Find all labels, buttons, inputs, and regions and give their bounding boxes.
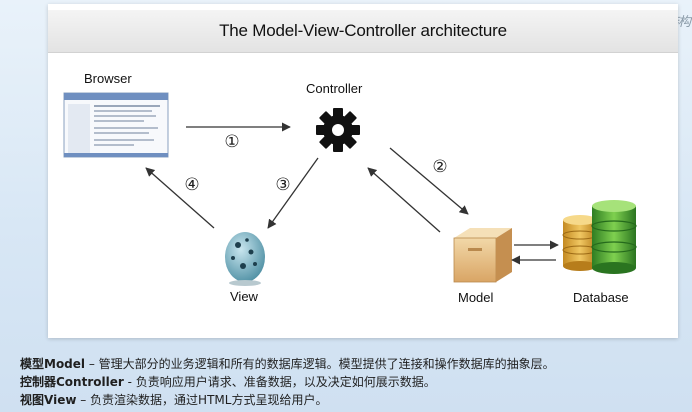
- mvc-diagram: ① ② ③ ④: [63, 92, 637, 286]
- caption-term: 视图View: [20, 393, 77, 407]
- view-label: View: [230, 289, 258, 304]
- step-3-label: ③: [275, 175, 290, 195]
- caption-text: – 负责渲染数据，通过HTML方式呈现给用户。: [76, 393, 328, 407]
- gear-icon: [316, 108, 360, 152]
- arrow-controller-to-view: [267, 157, 319, 229]
- arrow-view-to-browser: [145, 167, 215, 229]
- title-bar: The Model-View-Controller architecture: [48, 10, 678, 53]
- caption-line-model: 模型Model – 管理大部分的业务逻辑和所有的数据库逻辑。模型提供了连接和操作…: [20, 355, 680, 373]
- egg-icon: [225, 232, 265, 286]
- controller-label: Controller: [306, 81, 363, 96]
- caption-block: 模型Model – 管理大部分的业务逻辑和所有的数据库逻辑。模型提供了连接和操作…: [20, 355, 680, 409]
- box-icon: [453, 228, 512, 283]
- arrow-controller-to-model: [389, 147, 469, 215]
- diagram-title: The Model-View-Controller architecture: [219, 21, 507, 40]
- database-icon: [562, 200, 637, 274]
- browser-label: Browser: [84, 71, 132, 86]
- caption-term: 模型Model: [20, 357, 86, 371]
- caption-text: - 负责响应用户请求、准备数据，以及决定如何展示数据。: [123, 375, 436, 389]
- database-label: Database: [573, 290, 629, 305]
- step-1-label: ①: [224, 132, 239, 152]
- caption-line-view: 视图View – 负责渲染数据，通过HTML方式呈现给用户。: [20, 391, 680, 409]
- step-4-label: ④: [184, 175, 199, 195]
- step-2-label: ②: [432, 157, 447, 177]
- browser-window-icon: [63, 92, 169, 158]
- caption-line-controller: 控制器Controller - 负责响应用户请求、准备数据，以及决定如何展示数据…: [20, 373, 680, 391]
- caption-text: – 管理大部分的业务逻辑和所有的数据库逻辑。模型提供了连接和操作数据库的抽象层。: [85, 357, 555, 371]
- arrow-model-to-controller: [367, 167, 441, 233]
- caption-term: 控制器Controller: [20, 375, 124, 389]
- model-label: Model: [458, 290, 494, 305]
